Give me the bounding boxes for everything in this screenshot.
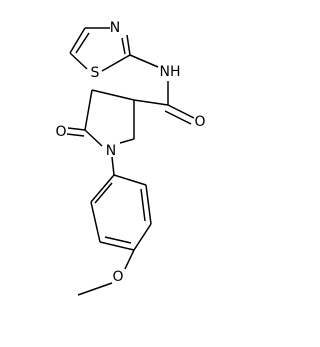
methoxy-oxygen-label: O — [112, 269, 123, 285]
bond-c2-nh — [129, 54, 159, 68]
bond-o-methyl — [77, 282, 113, 296]
ring-nitrogen-label: N — [106, 143, 116, 159]
bond-c5-n1 — [84, 129, 103, 147]
bond-ar-5-6 — [145, 184, 152, 225]
bond-n1-c2 — [119, 138, 135, 144]
lactam-oxygen-label: O — [55, 124, 66, 140]
bond-ar-1-2 — [90, 174, 115, 203]
thiazole-sulfur-label: S — [91, 65, 100, 81]
bond-s1-c5 — [69, 52, 88, 70]
bond-n3-c2-inner — [121, 37, 126, 55]
thiazole-ring — [69, 27, 131, 72]
chemical-structure: N S NH O O N O — [55, 20, 206, 296]
amide-group — [129, 54, 195, 125]
bond-ar-2-3 — [90, 201, 101, 243]
bond-carbonyl-c3 — [133, 99, 169, 106]
pyrrolidinone-ring — [66, 89, 135, 147]
bond-c4-c5 — [69, 27, 86, 54]
bond-ar-1-2-inner — [94, 182, 113, 204]
bond-c4-c5-inner — [75, 32, 90, 54]
bond-c2-s1 — [101, 54, 131, 72]
bond-ar-6-1 — [113, 174, 147, 186]
atom-labels: N S NH O O N O — [55, 20, 205, 285]
amide-oxygen-label: O — [194, 114, 205, 130]
bond-ar-5-6-inner — [140, 188, 146, 222]
bond-carbonyl-o — [167, 104, 195, 119]
bond-c5-o — [67, 127, 86, 131]
bond-ar-3-4 — [99, 241, 135, 251]
bond-n3-c2 — [126, 34, 131, 56]
bond-ar-3-4-inner — [104, 236, 132, 244]
bond-c4-c5 — [84, 89, 93, 131]
amide-nh-label: NH — [160, 64, 181, 80]
bond-c5-o-inner — [66, 133, 85, 137]
thiazole-nitrogen-label: N — [110, 20, 120, 36]
bond-n1-aryl — [111, 156, 115, 176]
methoxyphenyl-group — [77, 156, 152, 296]
bond-carbonyl-o-inner — [164, 110, 192, 125]
bond-c3-c4 — [91, 89, 135, 101]
bond-ar-o — [124, 249, 135, 270]
bond-ar-4-5 — [133, 223, 152, 251]
